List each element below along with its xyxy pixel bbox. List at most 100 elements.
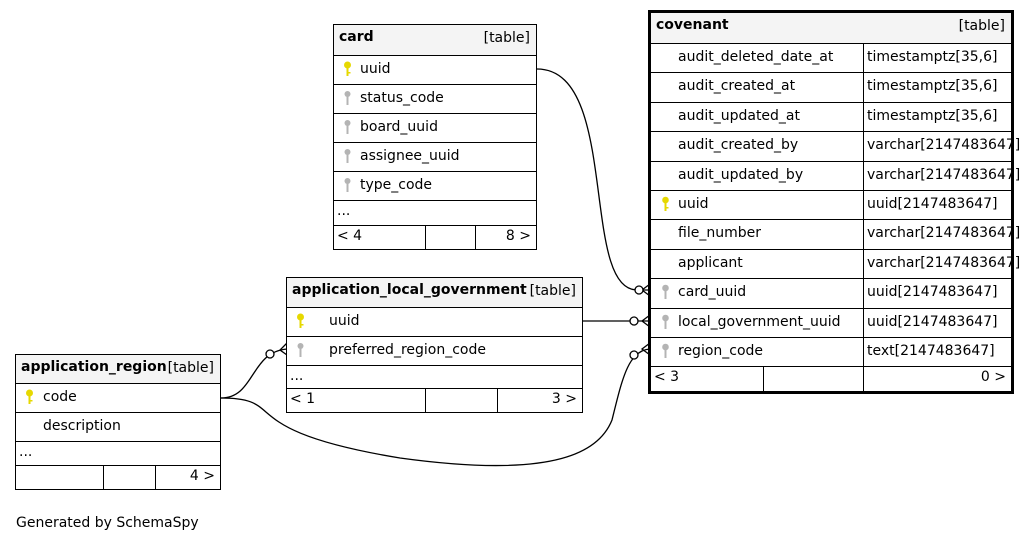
column-row[interactable]: audit_deleted_date_at timestamptz[35,6] [651,44,1011,74]
key-icon [662,314,669,329]
key-icon [344,149,351,163]
column-type: timestamptz[35,6] [867,49,998,65]
column-name: description [43,418,121,434]
column-name: region_code [678,342,764,359]
column-row[interactable]: description [16,413,220,442]
column-name: audit_updated_by [678,166,804,183]
table-application-local-government[interactable]: application_local_government [table] uui… [286,277,583,413]
table-header: application_region [table] [16,355,220,384]
children-count: 0 > [980,369,1006,386]
column-row[interactable]: region_code text[2147483647] [651,337,1011,368]
column-name: file_number [678,225,761,242]
table-kind: [table] [958,18,1005,34]
parents-count: < 4 [337,228,363,244]
key-icon [26,389,33,404]
table-header: application_local_government [table] [287,278,582,308]
table-application-region[interactable]: application_region [table] code descript… [15,354,221,490]
column-name: board_uuid [360,119,438,135]
key-icon [297,313,304,328]
table-footer: < 4 8 > [334,226,536,249]
column-name: status_code [360,90,444,106]
column-row[interactable]: board_uuid [334,114,536,143]
column-name: uuid [678,195,709,212]
column-name: audit_created_by [678,137,799,154]
table-name: card [339,29,374,45]
table-footer: < 3 0 > [651,367,1011,392]
column-row[interactable]: card_uuid uuid[2147483647] [651,279,1011,309]
column-row[interactable]: audit_created_by varchar[2147483647] [651,132,1020,162]
key-icon [344,61,351,76]
children-count: 3 > [551,391,577,407]
edge-card-covenant [536,68,650,291]
table-name: application_local_government [292,282,527,298]
column-type: varchar[2147483647] [867,166,1021,183]
column-type: uuid[2147483647] [867,284,998,301]
table-kind: [table] [483,30,530,46]
table-kind: [table] [167,360,214,376]
table-header: card [table] [334,25,536,56]
column-name: uuid [329,313,360,329]
column-name: code [43,389,77,405]
column-row[interactable]: assignee_uuid [334,143,536,172]
key-icon [297,343,304,357]
column-row[interactable]: uuid uuid[2147483647] [651,190,1011,221]
column-type: uuid[2147483647] [867,195,998,212]
table-footer: 4 > [16,466,220,489]
column-row[interactable]: audit_updated_at timestamptz[35,6] [651,102,1011,133]
column-row[interactable]: type_code [334,172,536,201]
key-icon [344,91,351,105]
generated-by-credit: Generated by SchemaSpy [16,515,199,531]
column-name: type_code [360,177,433,193]
column-name: assignee_uuid [360,148,460,164]
ellipsis: ... [290,368,304,384]
column-type: timestamptz[35,6] [867,78,998,95]
table-name: application_region [21,359,167,375]
key-icon [344,178,351,192]
key-icon [662,284,669,300]
children-count: 4 > [189,468,215,484]
column-row[interactable]: file_number varchar[2147483647] [651,220,1020,250]
edge-region-alg [220,348,288,399]
column-type: varchar[2147483647] [867,225,1021,242]
key-icon [662,343,669,358]
column-row[interactable]: audit_updated_by varchar[2147483647] [651,161,1020,191]
ellipsis: ... [19,444,33,460]
ellipsis: ... [337,203,351,219]
column-name: preferred_region_code [329,342,486,358]
edge-region-covenant [220,348,651,467]
column-row[interactable]: preferred_region_code [287,337,582,366]
column-name: card_uuid [678,284,747,301]
more-columns: ... [334,201,536,226]
column-row[interactable]: code [16,384,220,413]
column-name: audit_deleted_date_at [678,49,834,65]
key-icon [344,120,351,134]
column-name: applicant [678,254,743,271]
column-row[interactable]: status_code [334,85,536,114]
children-count: 8 > [505,228,531,244]
column-type: text[2147483647] [867,342,995,359]
column-row[interactable]: uuid [287,308,582,337]
table-header: covenant [table] [651,13,1011,44]
column-name: audit_created_at [678,78,796,95]
column-type: varchar[2147483647] [867,254,1021,271]
column-type: uuid[2147483647] [867,313,998,330]
column-row[interactable]: uuid [334,56,536,85]
table-footer: < 1 3 > [287,389,582,412]
parents-count: < 1 [290,391,316,407]
column-type: varchar[2147483647] [867,137,1021,154]
more-columns: ... [16,442,220,466]
parents-count: < 3 [654,369,680,386]
table-kind: [table] [529,283,576,299]
table-name: covenant [656,17,729,33]
table-card[interactable]: card [table] uuid status_code board_uuid… [333,24,537,250]
column-row[interactable]: audit_created_at timestamptz[35,6] [651,73,1011,103]
column-type: timestamptz[35,6] [867,107,998,124]
column-name: uuid [360,61,391,77]
column-row[interactable]: applicant varchar[2147483647] [651,249,1020,280]
column-name: audit_updated_at [678,107,801,124]
more-columns: ... [287,366,582,389]
key-icon [662,196,669,211]
